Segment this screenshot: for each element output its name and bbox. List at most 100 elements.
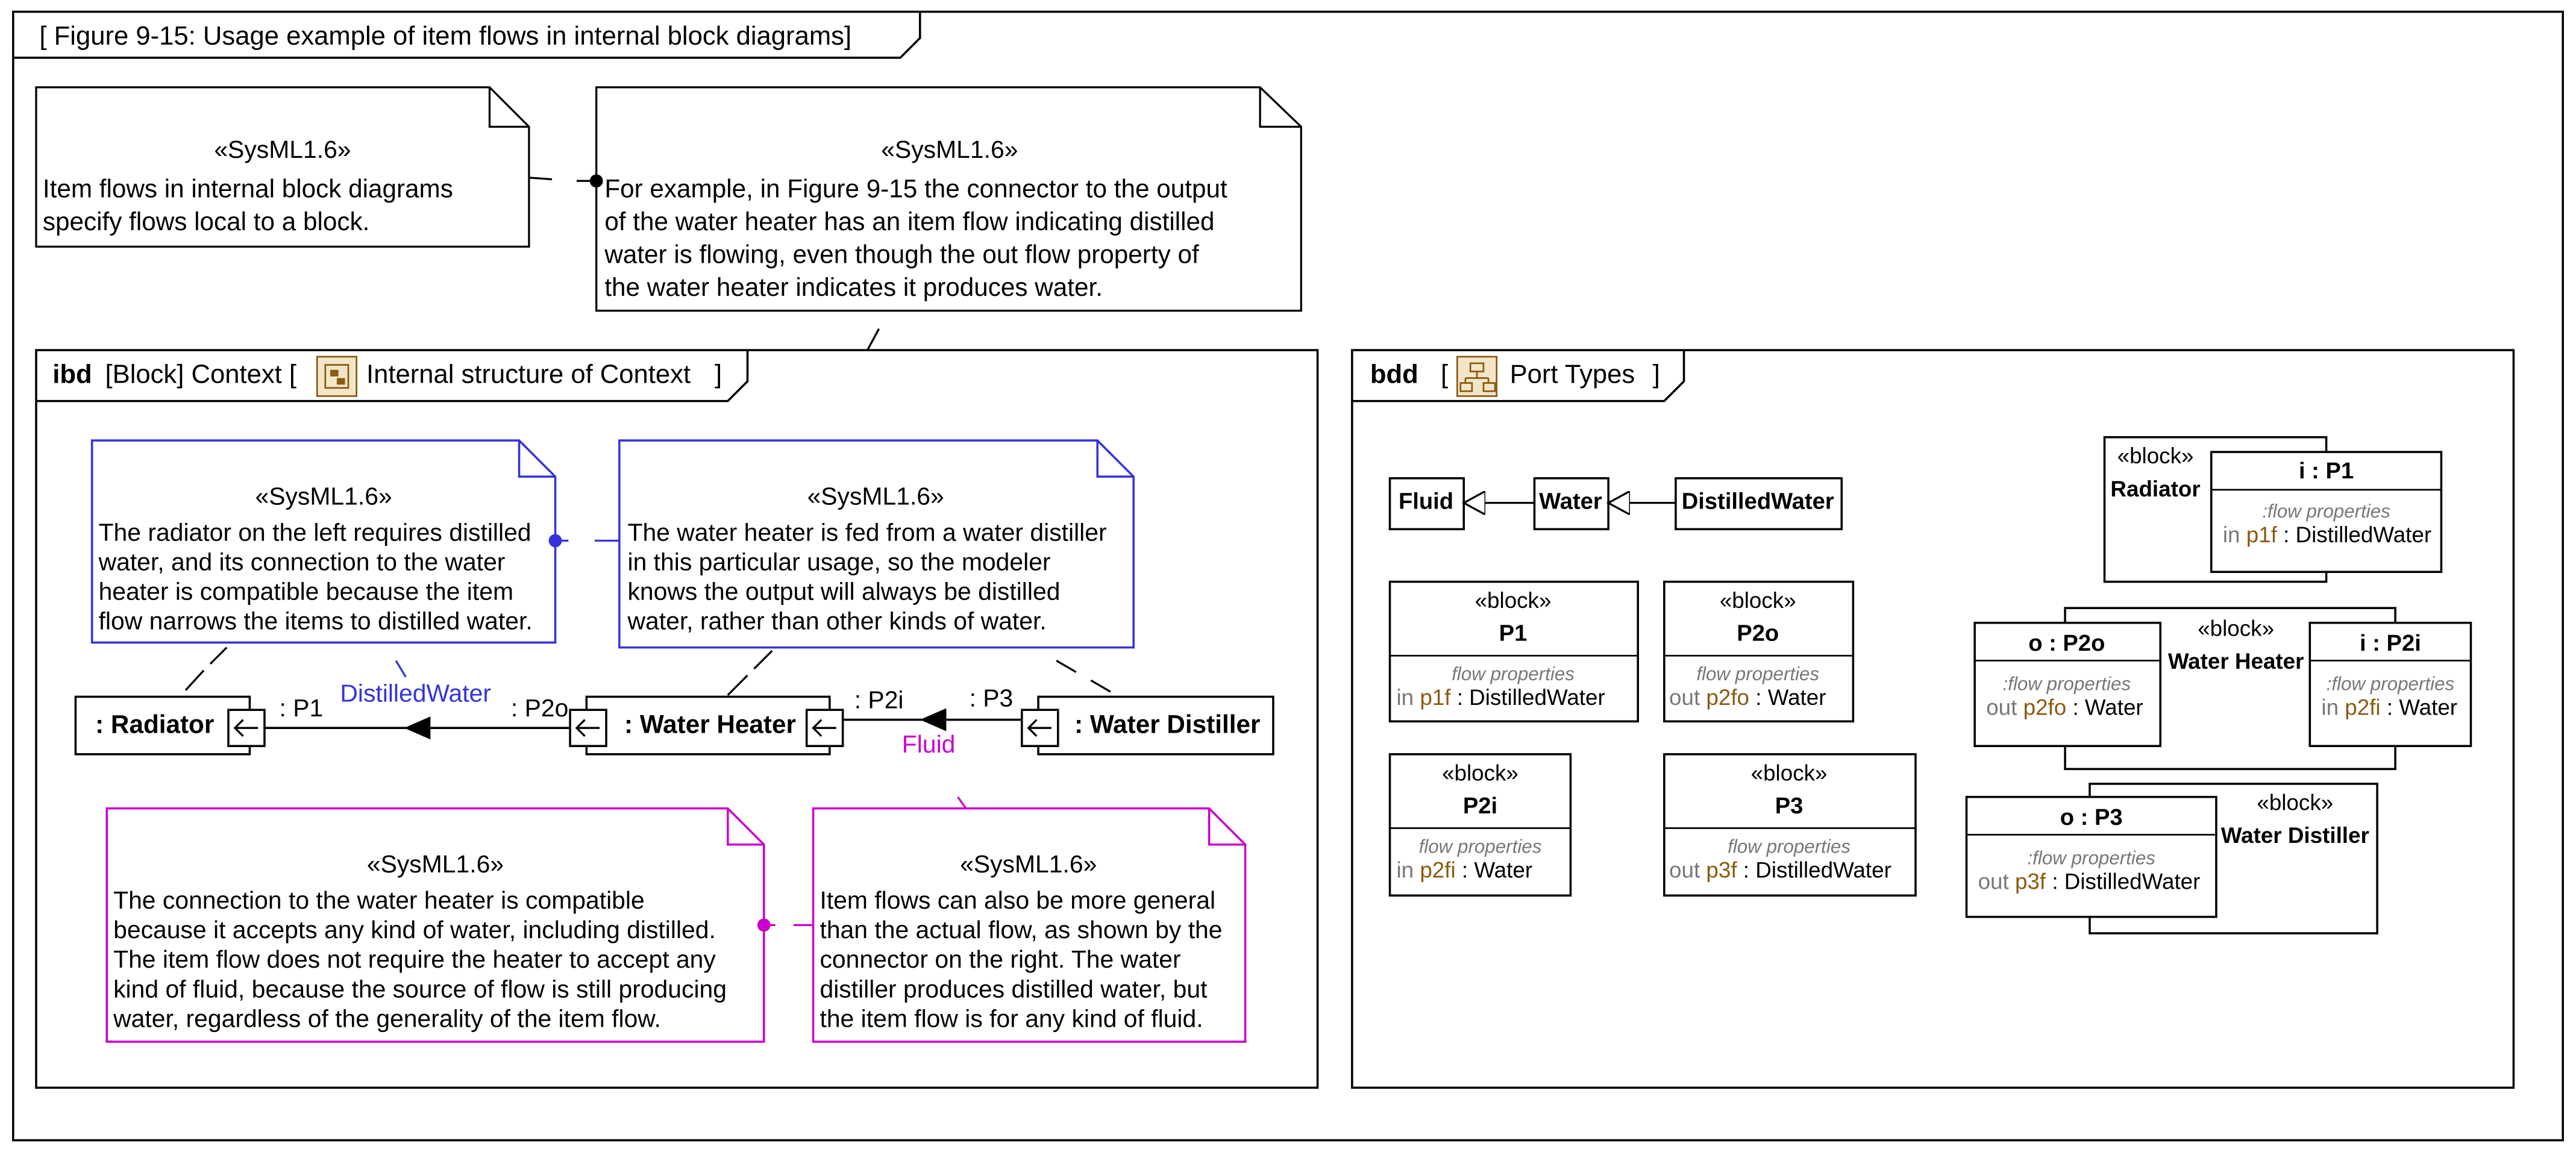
- note-heater-compatible[interactable]: «SysML1.6» The connection to the water h…: [105, 807, 765, 1043]
- note-line: kind of fluid, because the source of flo…: [113, 975, 727, 1003]
- note-line: water, and its connection to the water: [98, 548, 506, 575]
- block-stereotype: «block»: [1442, 760, 1518, 785]
- composite-structure-icon: [316, 355, 357, 397]
- block-p2i[interactable]: «block» P2i flow properties in p2fi : Wa…: [1388, 753, 1572, 897]
- connector-radiator-heater[interactable]: [264, 716, 571, 740]
- item-flow-label[interactable]: Fluid: [902, 730, 956, 758]
- note-line: The connection to the water heater is co…: [113, 886, 645, 914]
- note-line: than the actual flow, as shown by the: [819, 916, 1222, 944]
- note-example[interactable]: «SysML1.6» For example, in Figure 9-15 t…: [595, 86, 1302, 312]
- note-stereotype: «SysML1.6»: [214, 136, 351, 163]
- port-icon[interactable]: [805, 709, 844, 747]
- note-line: specify flows local to a block.: [43, 207, 369, 236]
- port-label: : P2i: [854, 686, 904, 713]
- bdd-header: [: [1441, 360, 1448, 389]
- note-anchor-lines-blue: [395, 534, 619, 678]
- note-line: water is flowing, even though the out fl…: [604, 240, 1199, 269]
- compartment-label: flow properties: [1419, 836, 1542, 857]
- flow-property: out p2fo : Water: [1669, 685, 1826, 710]
- block-p2o[interactable]: «block» P2o flow properties out p2fo : W…: [1663, 580, 1855, 723]
- port-box[interactable]: o : P3 :flow properties out p3f : Distil…: [1965, 795, 2217, 918]
- port-name: i : P2i: [2360, 630, 2421, 656]
- block-stereotype: «block»: [1751, 760, 1828, 785]
- type-distilled-water[interactable]: DistilledWater: [1675, 477, 1843, 531]
- note-line: flow narrows the items to distilled wate…: [99, 607, 533, 635]
- port-label: : P3: [970, 684, 1014, 712]
- port-box[interactable]: i : P1 :flow properties in p1f : Distill…: [2210, 451, 2443, 573]
- ibd-header-name: Internal structure of Context: [366, 360, 691, 389]
- note-anchor-lines-magenta: [757, 796, 967, 932]
- owner-block-water-distiller[interactable]: «block» Water Distiller o : P3 :flow pro…: [1965, 783, 2378, 934]
- part-label: : Radiator: [95, 710, 214, 739]
- note-item-flows-local[interactable]: «SysML1.6» Item flows in internal block …: [35, 86, 530, 248]
- port-label: : P1: [279, 694, 323, 722]
- note-stereotype: «SysML1.6»: [255, 482, 392, 510]
- ibd-header: [Block] Context [: [105, 360, 296, 389]
- note-stereotype: «SysML1.6»: [960, 850, 1097, 878]
- compartment-label: :flow properties: [2327, 673, 2455, 694]
- ibd-kind: ibd: [52, 360, 92, 389]
- block-stereotype: «block»: [1720, 588, 1796, 613]
- block-name: Water Distiller: [2221, 823, 2369, 848]
- connector-heater-distiller[interactable]: [842, 708, 1022, 731]
- note-line: the item flow is for any kind of fluid.: [819, 1004, 1203, 1032]
- note-stereotype: «SysML1.6»: [807, 482, 944, 510]
- port-box[interactable]: o : P2o :flow properties out p2fo : Wate…: [1973, 621, 2161, 747]
- owner-block-radiator[interactable]: «block» Radiator i : P1 :flow properties…: [2103, 436, 2443, 583]
- port-icon[interactable]: [227, 709, 266, 747]
- port-icon[interactable]: [1021, 709, 1059, 747]
- note-line: because it accepts any kind of water, in…: [113, 916, 716, 944]
- note-radiator[interactable]: «SysML1.6» The radiator on the left requ…: [90, 439, 557, 644]
- note-water-heater[interactable]: «SysML1.6» The water heater is fed from …: [618, 439, 1135, 649]
- note-stereotype: «SysML1.6»: [367, 850, 504, 878]
- part-water-heater[interactable]: : Water Heater: [569, 695, 844, 756]
- flow-property: in p2fi : Water: [2321, 695, 2457, 719]
- port-name: i : P1: [2299, 458, 2354, 484]
- figure-title: [ Figure 9-15: Usage example of item flo…: [39, 22, 851, 51]
- part-label: : Water Heater: [624, 710, 796, 739]
- type-water[interactable]: Water: [1533, 477, 1609, 531]
- note-general-flow[interactable]: «SysML1.6» Item flows can also be more g…: [812, 807, 1247, 1043]
- note-line: knows the output will always be distille…: [627, 578, 1060, 606]
- compartment-label: flow properties: [1452, 663, 1575, 684]
- note-line: The radiator on the left requires distil…: [99, 518, 531, 546]
- note-line: in this particular usage, so the modeler: [627, 548, 1050, 575]
- part-water-distiller[interactable]: : Water Distiller: [1021, 695, 1274, 756]
- type-label: DistilledWater: [1682, 489, 1834, 515]
- figure-frame: [ Figure 9-15: Usage example of item flo…: [12, 10, 2564, 1142]
- note-stereotype: «SysML1.6»: [881, 136, 1018, 163]
- block-name: Radiator: [2110, 477, 2200, 501]
- flow-property: out p3f : DistilledWater: [1978, 869, 2201, 894]
- part-label: : Water Distiller: [1074, 710, 1260, 739]
- note-line: Item flows can also be more general: [819, 886, 1215, 914]
- note-line: water, rather than other kinds of water.: [627, 607, 1046, 635]
- note-line: water, regardless of the generality of t…: [113, 1004, 661, 1032]
- bdd-header-close: ]: [1653, 360, 1660, 389]
- note-line: of the water heater has an item flow ind…: [604, 207, 1214, 236]
- item-flow-label[interactable]: DistilledWater: [340, 680, 491, 707]
- ibd-header-close: ]: [715, 360, 722, 389]
- compartment-label: flow properties: [1728, 836, 1851, 857]
- bdd-frame: bdd [ Port Types ]: [1351, 349, 2515, 1089]
- note-line: For example, in Figure 9-15 the connecto…: [604, 175, 1227, 203]
- compartment-label: :flow properties: [2262, 501, 2390, 522]
- note-line: heater is compatible because the item: [99, 578, 513, 606]
- bdd-kind: bdd: [1370, 360, 1418, 389]
- port-name: o : P2o: [2028, 630, 2105, 656]
- block-name: P3: [1775, 793, 1804, 819]
- part-radiator[interactable]: : Radiator: [74, 695, 266, 756]
- port-label: : P2o: [511, 694, 568, 722]
- block-name: P2i: [1463, 793, 1497, 819]
- note-anchor-lines: [528, 174, 880, 351]
- port-box[interactable]: i : P2i :flow properties in p2fi : Water: [2308, 621, 2472, 747]
- port-icon[interactable]: [569, 709, 607, 747]
- type-fluid[interactable]: Fluid: [1388, 477, 1465, 531]
- block-stereotype: «block»: [1475, 588, 1552, 613]
- block-p1[interactable]: «block» P1 flow properties in p1f : Dist…: [1388, 580, 1639, 723]
- compartment-label: flow properties: [1696, 663, 1819, 684]
- block-p3[interactable]: «block» P3 flow properties out p3f : Dis…: [1663, 753, 1917, 897]
- compartment-label: :flow properties: [2003, 673, 2131, 694]
- compartment-label: :flow properties: [2027, 847, 2155, 868]
- ibd-frame: ibd [Block] Context [ Internal structure…: [35, 349, 1319, 1089]
- owner-block-water-heater[interactable]: «block» Water Heater o : P2o :flow prope…: [1973, 607, 2472, 771]
